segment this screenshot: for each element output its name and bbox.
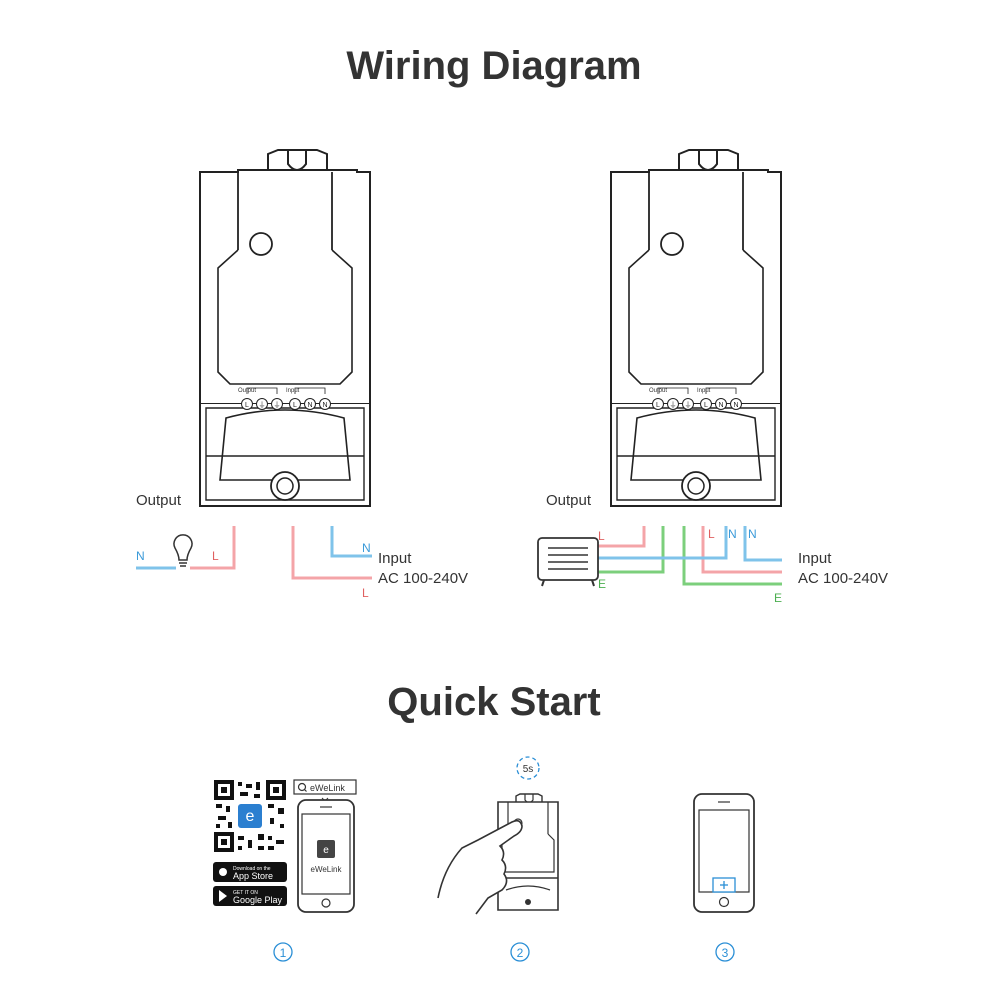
qr-code-icon: e bbox=[214, 780, 286, 852]
apple-icon bbox=[219, 868, 227, 876]
left-wire-n-in bbox=[330, 526, 372, 558]
right-wire-l-out bbox=[598, 526, 646, 548]
right-wire-l-in bbox=[701, 526, 782, 574]
search-icon bbox=[297, 782, 307, 792]
left-wire-n-label: N bbox=[136, 549, 145, 563]
google-play-small-text: GET IT ON bbox=[233, 890, 258, 896]
light-bulb-icon bbox=[173, 534, 193, 567]
right-terminal-symbol: N bbox=[733, 402, 738, 409]
left-terminal-input-label: Input bbox=[286, 388, 300, 394]
app-store-badge[interactable]: Download on the App Store bbox=[213, 862, 287, 882]
google-play-badge[interactable]: GET IT ON Google Play bbox=[213, 886, 287, 906]
left-wire-l-in-label: L bbox=[362, 586, 369, 600]
right-terminal-symbol: ⏚ bbox=[670, 401, 677, 409]
step-1-number: 1 bbox=[280, 946, 287, 960]
app-name-label: eWeLink bbox=[311, 865, 343, 874]
left-wire-l-out-label: L bbox=[212, 549, 219, 563]
step2-group: 5s 2 bbox=[437, 756, 559, 962]
right-terminal-input-label: Input bbox=[697, 388, 711, 394]
left-terminal-output-label: Output bbox=[238, 388, 256, 394]
right-input-label: Input bbox=[798, 550, 832, 567]
step-2-number: 2 bbox=[517, 946, 524, 960]
left-wire-n-in-label: N bbox=[362, 541, 371, 555]
right-terminal-symbol: L bbox=[704, 402, 708, 409]
right-wire-e-in-label: E bbox=[774, 591, 782, 605]
heater-icon bbox=[537, 537, 599, 587]
left-terminal-symbol: ⏚ bbox=[259, 401, 266, 409]
app-store-text: App Store bbox=[233, 871, 273, 881]
step1-group: e Download on the App Store GET IT ON Go… bbox=[213, 779, 357, 962]
step-3-number: 3 bbox=[722, 946, 729, 960]
left-terminal-symbol: L bbox=[293, 402, 297, 409]
hand-pointer-icon bbox=[437, 819, 523, 915]
step3-group: 3 bbox=[693, 793, 755, 962]
app-search-bar[interactable]: eWeLink bbox=[293, 779, 357, 802]
mini-device-icon bbox=[497, 793, 559, 911]
timer-icon bbox=[516, 756, 540, 780]
left-terminal-symbol: N bbox=[307, 402, 312, 409]
left-terminal-symbol: N bbox=[322, 402, 327, 409]
left-wiring bbox=[136, 526, 372, 580]
right-output-label: Output bbox=[546, 492, 592, 509]
right-wire-n-in bbox=[743, 526, 782, 562]
google-play-icon bbox=[219, 890, 227, 902]
right-wire-n-out bbox=[598, 526, 728, 560]
svg-text:e: e bbox=[323, 845, 329, 856]
right-terminal-symbol: ⏚ bbox=[685, 401, 692, 409]
google-play-text: Google Play bbox=[233, 895, 283, 905]
app-search-text: eWeLink bbox=[310, 783, 345, 793]
right-terminal-symbol: L bbox=[656, 402, 660, 409]
left-wire-l-in bbox=[291, 526, 372, 580]
left-input-label: Input bbox=[378, 550, 412, 567]
right-top-l-label: L bbox=[708, 527, 715, 541]
phone-with-app-icon: e eWeLink bbox=[297, 799, 355, 913]
right-wire-e-out bbox=[598, 526, 665, 574]
left-wire-l-out bbox=[190, 526, 236, 570]
phone-add-device-icon bbox=[693, 793, 755, 913]
svg-text:e: e bbox=[246, 808, 255, 825]
wiring-diagram-title: Wiring Diagram bbox=[346, 44, 642, 88]
right-wiring bbox=[598, 526, 782, 586]
right-terminal-output-label: Output bbox=[649, 388, 667, 394]
quick-start-title: Quick Start bbox=[387, 680, 601, 724]
right-top-n2-label: N bbox=[748, 527, 757, 541]
right-voltage-label: AC 100-240V bbox=[798, 570, 888, 587]
left-output-label: Output bbox=[136, 492, 182, 509]
app-store-small-text: Download on the bbox=[233, 866, 271, 872]
right-wire-e-in bbox=[682, 526, 782, 586]
right-device: Output Input L ⏚ ⏚ L N N bbox=[610, 149, 782, 507]
left-voltage-label: AC 100-240V bbox=[378, 570, 468, 587]
right-top-n1-label: N bbox=[728, 527, 737, 541]
left-device: Output Input L ⏚ ⏚ L N N bbox=[199, 149, 371, 507]
right-terminal-symbol: N bbox=[718, 402, 723, 409]
right-wire-e-out-label: E bbox=[598, 577, 606, 591]
left-terminal-symbol: L bbox=[245, 402, 249, 409]
timer-label: 5s bbox=[523, 764, 534, 775]
left-terminal-symbol: ⏚ bbox=[274, 401, 281, 409]
right-wire-l-out-label: L bbox=[598, 529, 605, 543]
